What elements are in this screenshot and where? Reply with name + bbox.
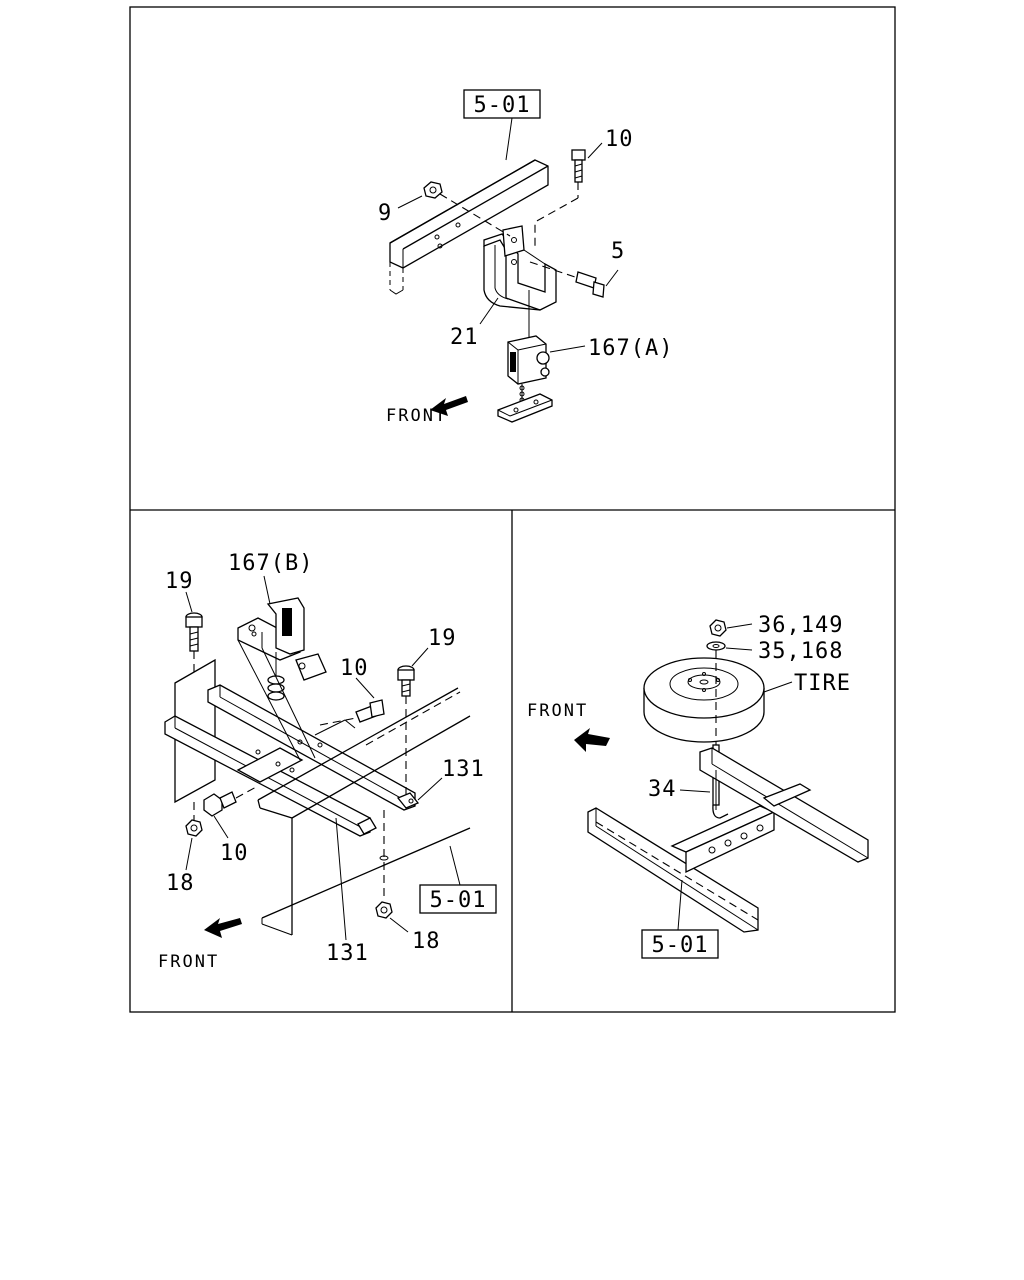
bolt-19-left [185, 612, 203, 672]
bracket-131-lower [357, 817, 377, 835]
label-10-top: 10 [605, 127, 634, 152]
ref-box-top: 5-01 [463, 89, 541, 119]
label-10-upper: 10 [340, 656, 369, 681]
label-35-168: 35,168 [758, 639, 843, 664]
ref-box-bottom-left: 5-01 [419, 845, 497, 914]
bracket-131-upper [396, 792, 420, 809]
label-19-right: 19 [428, 626, 457, 651]
bolt-10-top [534, 149, 586, 246]
label-131-upper: 131 [442, 757, 485, 782]
label-36-149: 36,149 [758, 613, 843, 638]
bolt-5 [529, 261, 605, 298]
front-label-top: FRONT [386, 406, 447, 426]
bottom-left-panel: 167(B) 19 19 [158, 551, 497, 972]
bracket-21 [483, 225, 557, 311]
label-19-left: 19 [165, 569, 194, 594]
bolt-10-lower [203, 785, 259, 817]
label-131-lower: 131 [326, 941, 369, 966]
label-tire: TIRE [794, 671, 851, 696]
frame-rail-top [389, 159, 549, 295]
label-9: 9 [378, 201, 392, 226]
ref-box-label-bottom-left: 5-01 [430, 888, 487, 913]
front-label-bottom-right: FRONT [527, 701, 588, 721]
label-5: 5 [611, 239, 625, 264]
ref-box-bottom-right: 5-01 [641, 879, 719, 959]
bracket-rail-131 [164, 684, 416, 837]
label-34: 34 [648, 777, 677, 802]
front-arrow-bottom-left: FRONT [158, 918, 242, 972]
nut-18-left [185, 802, 203, 837]
ref-box-label-bottom-right: 5-01 [652, 933, 709, 958]
chassis-rail-bottom-left [257, 687, 471, 936]
switch-167a [497, 290, 553, 423]
nut-18-right [375, 810, 393, 919]
nut-9 [423, 181, 511, 237]
spare-tire [643, 657, 765, 743]
front-label-bottom-left: FRONT [158, 952, 219, 972]
label-167a: 167(A) [588, 336, 673, 361]
label-21: 21 [450, 325, 479, 350]
label-167b: 167(B) [228, 551, 313, 576]
washer-35-168 [706, 641, 726, 651]
bolt-10-upper [319, 699, 385, 726]
nut-36-149 [709, 619, 727, 637]
label-10-lower: 10 [220, 841, 249, 866]
label-18-left: 18 [166, 871, 195, 896]
top-panel: 5-01 [378, 89, 673, 426]
label-18-right: 18 [412, 929, 441, 954]
front-arrow-top: FRONT [386, 396, 468, 426]
bottom-right-panel: 36,149 35,168 TIRE 34 [527, 613, 869, 959]
switch-167b [237, 597, 327, 761]
diagram-frame [129, 6, 896, 1013]
front-arrow-bottom-right: FRONT [527, 701, 610, 752]
bolt-19-right [397, 665, 415, 800]
chassis-frame-bottom-right [587, 747, 869, 933]
ref-box-label: 5-01 [474, 93, 531, 118]
